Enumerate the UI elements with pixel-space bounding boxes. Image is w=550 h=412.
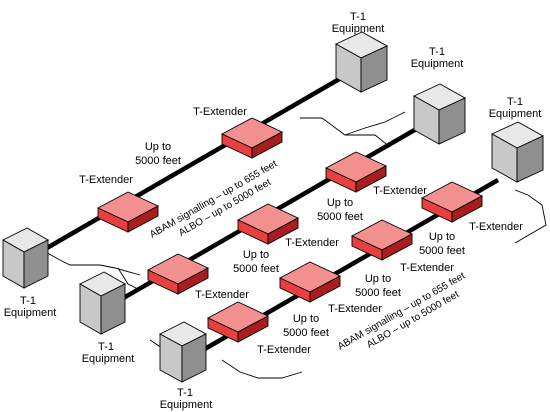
distance-label-2-line2: 5000 feet bbox=[317, 211, 363, 223]
dimension-lines bbox=[41, 111, 547, 379]
equipment-label-bottom-line2: Equipment bbox=[160, 399, 213, 411]
equipment-label-right-2-line1: T-1 bbox=[507, 96, 523, 108]
extender-3d bbox=[420, 181, 484, 223]
signalling-label-bottom: ABAM signalling – up to 655 feet ALBO – … bbox=[336, 270, 467, 352]
distance-label-4-line1: Up to bbox=[429, 231, 455, 243]
equipment-left bbox=[2, 227, 49, 289]
extender-label-2a: T-Extender bbox=[195, 289, 249, 301]
extender-label-3d: T-Extender bbox=[469, 221, 523, 233]
equipment-bottom bbox=[159, 321, 207, 383]
distance-label-1-line1: Up to bbox=[145, 141, 171, 153]
bracket-line-1-left bbox=[41, 249, 141, 276]
extender-label-1a: T-Extender bbox=[79, 174, 133, 186]
equipment-label-left-mid-line2: Equipment bbox=[82, 353, 135, 365]
bracket-line-1-right bbox=[300, 117, 391, 148]
equipment-left-mid bbox=[79, 271, 126, 335]
distance-label-4-line2: 5000 feet bbox=[419, 245, 465, 257]
extender-3b bbox=[278, 261, 342, 303]
equipment-label-right-2-line2: Equipment bbox=[489, 108, 542, 120]
equipment-label-left-line1: T-1 bbox=[20, 295, 36, 307]
extender-2a bbox=[146, 253, 210, 295]
distance-label-6-line1: Up to bbox=[293, 313, 319, 325]
equipment-label-right-1-line1: T-1 bbox=[429, 46, 445, 58]
extender-3a bbox=[206, 301, 270, 343]
distance-label-3-line2: 5000 feet bbox=[233, 263, 279, 275]
bracket-line-2-left bbox=[117, 267, 141, 291]
equipment-right-2 bbox=[491, 121, 544, 183]
extender-label-2b: T-Extender bbox=[285, 237, 339, 249]
equipment-label-left-mid-line1: T-1 bbox=[98, 341, 114, 353]
equipment-top-right bbox=[335, 31, 388, 93]
distance-label-3-line1: Up to bbox=[243, 249, 269, 261]
extender-label-3c: T-Extender bbox=[400, 262, 454, 274]
brace-left bbox=[221, 359, 303, 379]
equipment-label-left-line2: Equipment bbox=[4, 307, 57, 319]
distance-label-6-line2: 5000 feet bbox=[283, 327, 329, 339]
extender-2c bbox=[324, 151, 388, 193]
extender-3c bbox=[350, 219, 414, 261]
extender-label-3b: T-Extender bbox=[328, 303, 382, 315]
equipment-label-right-1-line2: Equipment bbox=[411, 58, 464, 70]
bracket-line-2-right bbox=[344, 111, 406, 136]
extender-1a bbox=[96, 191, 160, 233]
equipment-label-bottom-line1: T-1 bbox=[177, 387, 193, 399]
equipment-label-top-right-line2: Equipment bbox=[332, 23, 385, 35]
equipment-label-top-right-line1: T-1 bbox=[350, 11, 366, 23]
distance-label-2-line1: Up to bbox=[327, 197, 353, 209]
extender-1b bbox=[220, 117, 284, 159]
extender-label-1b: T-Extender bbox=[193, 106, 247, 118]
equipment-right-1 bbox=[413, 83, 466, 145]
extender-label-3a: T-Extender bbox=[257, 344, 311, 356]
distance-label-1-line2: 5000 feet bbox=[135, 155, 181, 167]
extender-2b bbox=[236, 203, 300, 245]
distance-label-5-line2: 5000 feet bbox=[355, 287, 401, 299]
brace-right bbox=[514, 189, 547, 244]
distance-label-5-line1: Up to bbox=[365, 273, 391, 285]
cable-line-1 bbox=[38, 72, 350, 254]
extender-label-2c: T-Extender bbox=[373, 185, 427, 197]
